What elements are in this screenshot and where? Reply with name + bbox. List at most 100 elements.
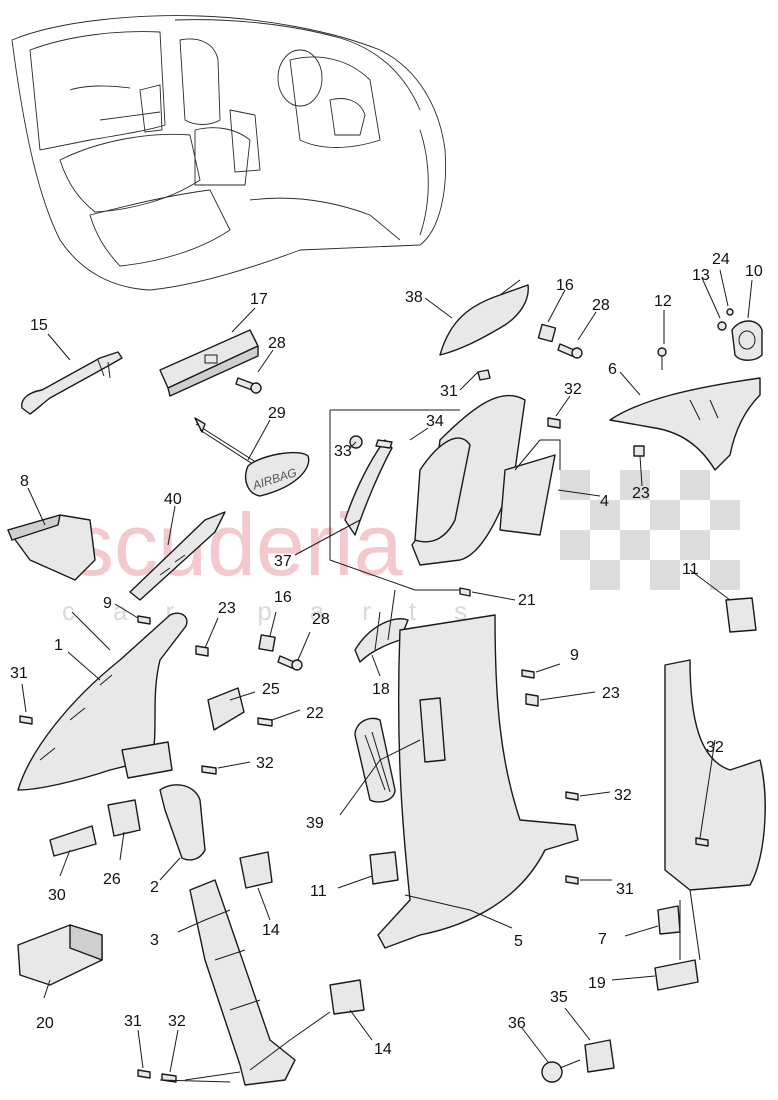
label-23-c: 23 (602, 685, 620, 702)
screw-32-icon-d (565, 791, 579, 801)
label-1: 1 (54, 637, 63, 654)
label-32-b: 32 (256, 755, 274, 772)
label-40: 40 (164, 491, 182, 508)
screw-12-icon (657, 347, 667, 370)
label-16-b: 16 (274, 589, 292, 606)
label-16-a: 16 (556, 277, 574, 294)
part-36-push-pin (541, 1059, 581, 1083)
part-17-bracket (159, 329, 259, 397)
washer-13-icon (717, 321, 727, 331)
label-17: 17 (250, 291, 268, 308)
part-8-console-piece (7, 514, 96, 581)
label-3: 3 (150, 932, 159, 949)
screw-28-icon-b (557, 343, 583, 359)
clip-11-icon-b (369, 851, 399, 885)
part-34-screw-icon (375, 439, 393, 449)
part-40-switch-panel (129, 511, 226, 601)
clip-23-icon-a (633, 445, 645, 457)
label-28-b: 28 (592, 297, 610, 314)
part-5-b-pillar-trim (377, 614, 579, 949)
part-14-clip-a (239, 851, 273, 889)
label-29: 29 (268, 405, 286, 422)
part-39-vent-grille (354, 717, 396, 803)
watermark: scuderia car parts (62, 470, 740, 626)
watermark-checker (560, 470, 740, 590)
label-14-b: 14 (374, 1041, 392, 1058)
screw-31-icon-d (565, 875, 579, 885)
label-35: 35 (550, 989, 568, 1006)
label-32-d: 32 (614, 787, 632, 804)
label-36: 36 (508, 1015, 526, 1032)
label-13: 13 (692, 267, 710, 284)
screw-21-icon (459, 587, 471, 597)
label-26: 26 (103, 871, 121, 888)
screw-9-icon-a (137, 615, 151, 625)
part-1-bracket (121, 741, 173, 779)
exploded-group-frame (329, 409, 561, 591)
clip-16-icon-a (537, 323, 557, 343)
part-6-pillar-trim (609, 377, 761, 471)
part-14-clip-b (329, 979, 365, 1015)
label-9-a: 9 (103, 595, 112, 612)
screw-28-icon-c (277, 655, 303, 671)
label-24: 24 (712, 251, 730, 268)
label-34: 34 (426, 413, 444, 430)
label-15: 15 (30, 317, 48, 334)
label-38: 38 (405, 289, 423, 306)
clip-16-icon-b (258, 634, 276, 652)
part-38-upper-trim (439, 279, 529, 356)
part-10-belt-guide (731, 320, 763, 361)
label-32-e: 32 (168, 1013, 186, 1030)
label-7: 7 (598, 931, 607, 948)
screw-31-icon-c (137, 1069, 151, 1079)
clip-11-icon-a (725, 597, 757, 633)
label-20: 20 (36, 1015, 54, 1032)
part-19-clip (654, 959, 699, 991)
label-18: 18 (372, 681, 390, 698)
label-39: 39 (306, 815, 324, 832)
screw-9-icon-b (521, 669, 535, 679)
label-31-c: 31 (616, 881, 634, 898)
callout-labels: 15 17 28 29 38 16 28 12 13 24 10 6 31 32… (10, 251, 763, 1058)
label-31-a: 31 (440, 383, 458, 400)
label-28-a: 28 (268, 335, 286, 352)
label-23-a: 23 (632, 485, 650, 502)
label-30: 30 (48, 887, 66, 904)
part-15-trim-rail (21, 351, 123, 415)
label-31-b: 31 (10, 665, 28, 682)
label-8: 8 (20, 473, 29, 490)
part-4-upper-pillar (411, 394, 556, 566)
label-22: 22 (306, 705, 324, 722)
part-2-panel (159, 784, 206, 861)
part-7-lower-pillar (657, 659, 766, 935)
label-2: 2 (150, 879, 159, 896)
label-28-c: 28 (312, 611, 330, 628)
label-10: 10 (745, 263, 763, 280)
label-6: 6 (608, 361, 617, 378)
part-35-nut-plate (584, 1039, 615, 1073)
part-37-strip (344, 439, 393, 536)
screw-32-icon-e (695, 837, 709, 847)
screw-31-icon-b (19, 715, 33, 725)
label-4: 4 (600, 493, 609, 510)
label-19: 19 (588, 975, 606, 992)
leader-lines (21, 269, 753, 1083)
label-23-b: 23 (218, 600, 236, 617)
label-21: 21 (518, 592, 536, 609)
part-25-cover (207, 687, 245, 731)
label-32-c: 32 (706, 739, 724, 756)
clip-23-icon-c (525, 693, 539, 707)
part-20-block (17, 924, 103, 986)
label-14-a: 14 (262, 922, 280, 939)
label-31-d: 31 (124, 1013, 142, 1030)
screw-32-icon-a (547, 417, 561, 429)
part-3-lower-rail (189, 879, 296, 1086)
label-37: 37 (274, 553, 292, 570)
label-11-b: 11 (310, 883, 327, 900)
part-26-clip (107, 799, 141, 837)
label-5: 5 (514, 933, 523, 950)
screw-31-icon-a (477, 369, 491, 381)
clip-23-icon-b (195, 645, 209, 657)
